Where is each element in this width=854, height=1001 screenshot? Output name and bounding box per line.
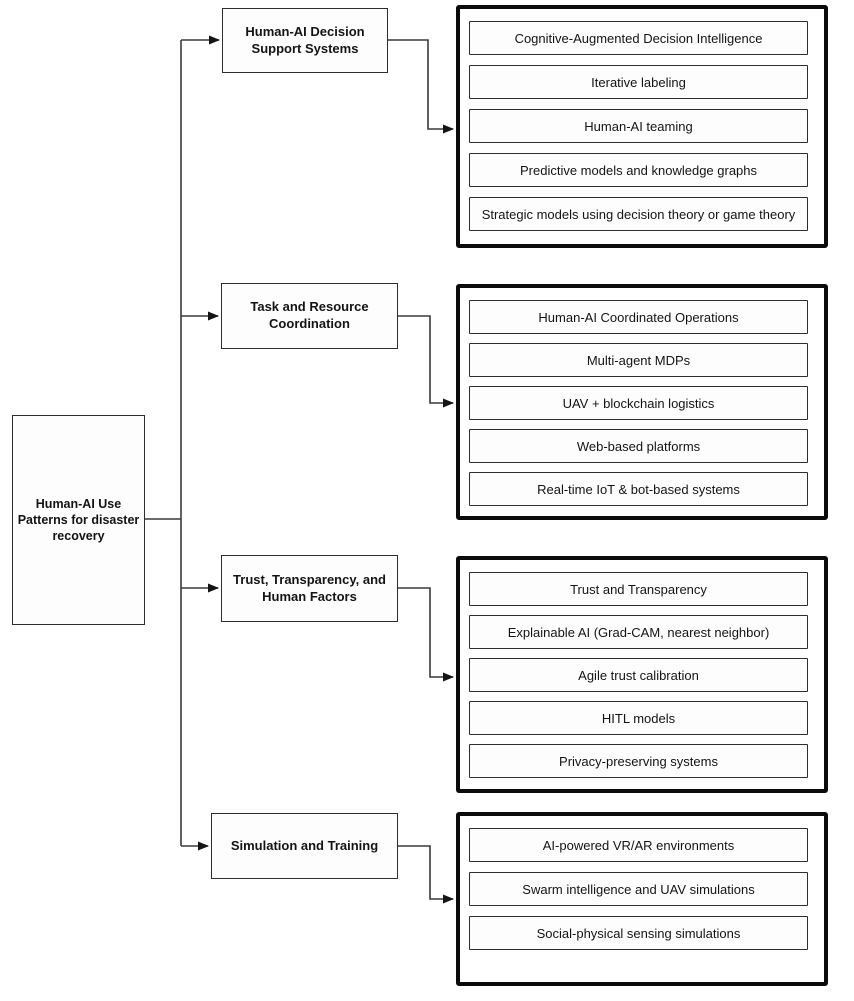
leaf-node: Cognitive-Augmented Decision Intelligenc… xyxy=(469,21,808,55)
group-trust-transparency: Trust and Transparency Explainable AI (G… xyxy=(456,556,828,793)
connector-category-4-to-group xyxy=(398,845,454,904)
leaf-node: Predictive models and knowledge graphs xyxy=(469,153,808,187)
group-decision-support: Cognitive-Augmented Decision Intelligenc… xyxy=(456,5,828,248)
category-label: Human-AI Decision Support Systems xyxy=(245,23,365,56)
group-task-resource-coordination: Human-AI Coordinated Operations Multi-ag… xyxy=(456,284,828,520)
category-node-simulation-training: Simulation and Training xyxy=(211,813,398,879)
leaf-node: Iterative labeling xyxy=(469,65,808,99)
connector-category-3-to-group xyxy=(398,587,454,682)
category-node-task-resource-coordination: Task and Resource Coordination xyxy=(221,283,398,349)
group-simulation-training: AI-powered VR/AR environments Swarm inte… xyxy=(456,812,828,986)
leaf-node: Trust and Transparency xyxy=(469,572,808,606)
category-label: Trust, Transparency, and Human Factors xyxy=(233,571,386,604)
connector-category-2-to-group xyxy=(398,315,454,408)
leaf-node: Privacy-preserving systems xyxy=(469,744,808,778)
leaf-node: Human-AI teaming xyxy=(469,109,808,143)
leaf-node: Real-time IoT & bot-based systems xyxy=(469,472,808,506)
leaf-node: Strategic models using decision theory o… xyxy=(469,197,808,231)
leaf-node: Agile trust calibration xyxy=(469,658,808,692)
leaf-node: Web-based platforms xyxy=(469,429,808,463)
leaf-node: UAV + blockchain logistics xyxy=(469,386,808,420)
leaf-node: AI-powered VR/AR environments xyxy=(469,828,808,862)
root-node: Human-AI Use Patterns for disaster recov… xyxy=(12,415,145,625)
leaf-node: Human-AI Coordinated Operations xyxy=(469,300,808,334)
category-node-decision-support: Human-AI Decision Support Systems xyxy=(222,8,388,73)
connector-category-1-to-group xyxy=(388,39,454,134)
category-node-trust-transparency: Trust, Transparency, and Human Factors xyxy=(221,555,398,622)
leaf-node: Multi-agent MDPs xyxy=(469,343,808,377)
leaf-node: Social-physical sensing simulations xyxy=(469,916,808,950)
root-node-label: Human-AI Use Patterns for disaster recov… xyxy=(17,496,140,544)
leaf-node: Swarm intelligence and UAV simulations xyxy=(469,872,808,906)
leaf-node: HITL models xyxy=(469,701,808,735)
category-label: Task and Resource Coordination xyxy=(250,299,369,331)
category-label: Simulation and Training xyxy=(230,837,379,853)
leaf-node: Explainable AI (Grad-CAM, nearest neighb… xyxy=(469,615,808,649)
